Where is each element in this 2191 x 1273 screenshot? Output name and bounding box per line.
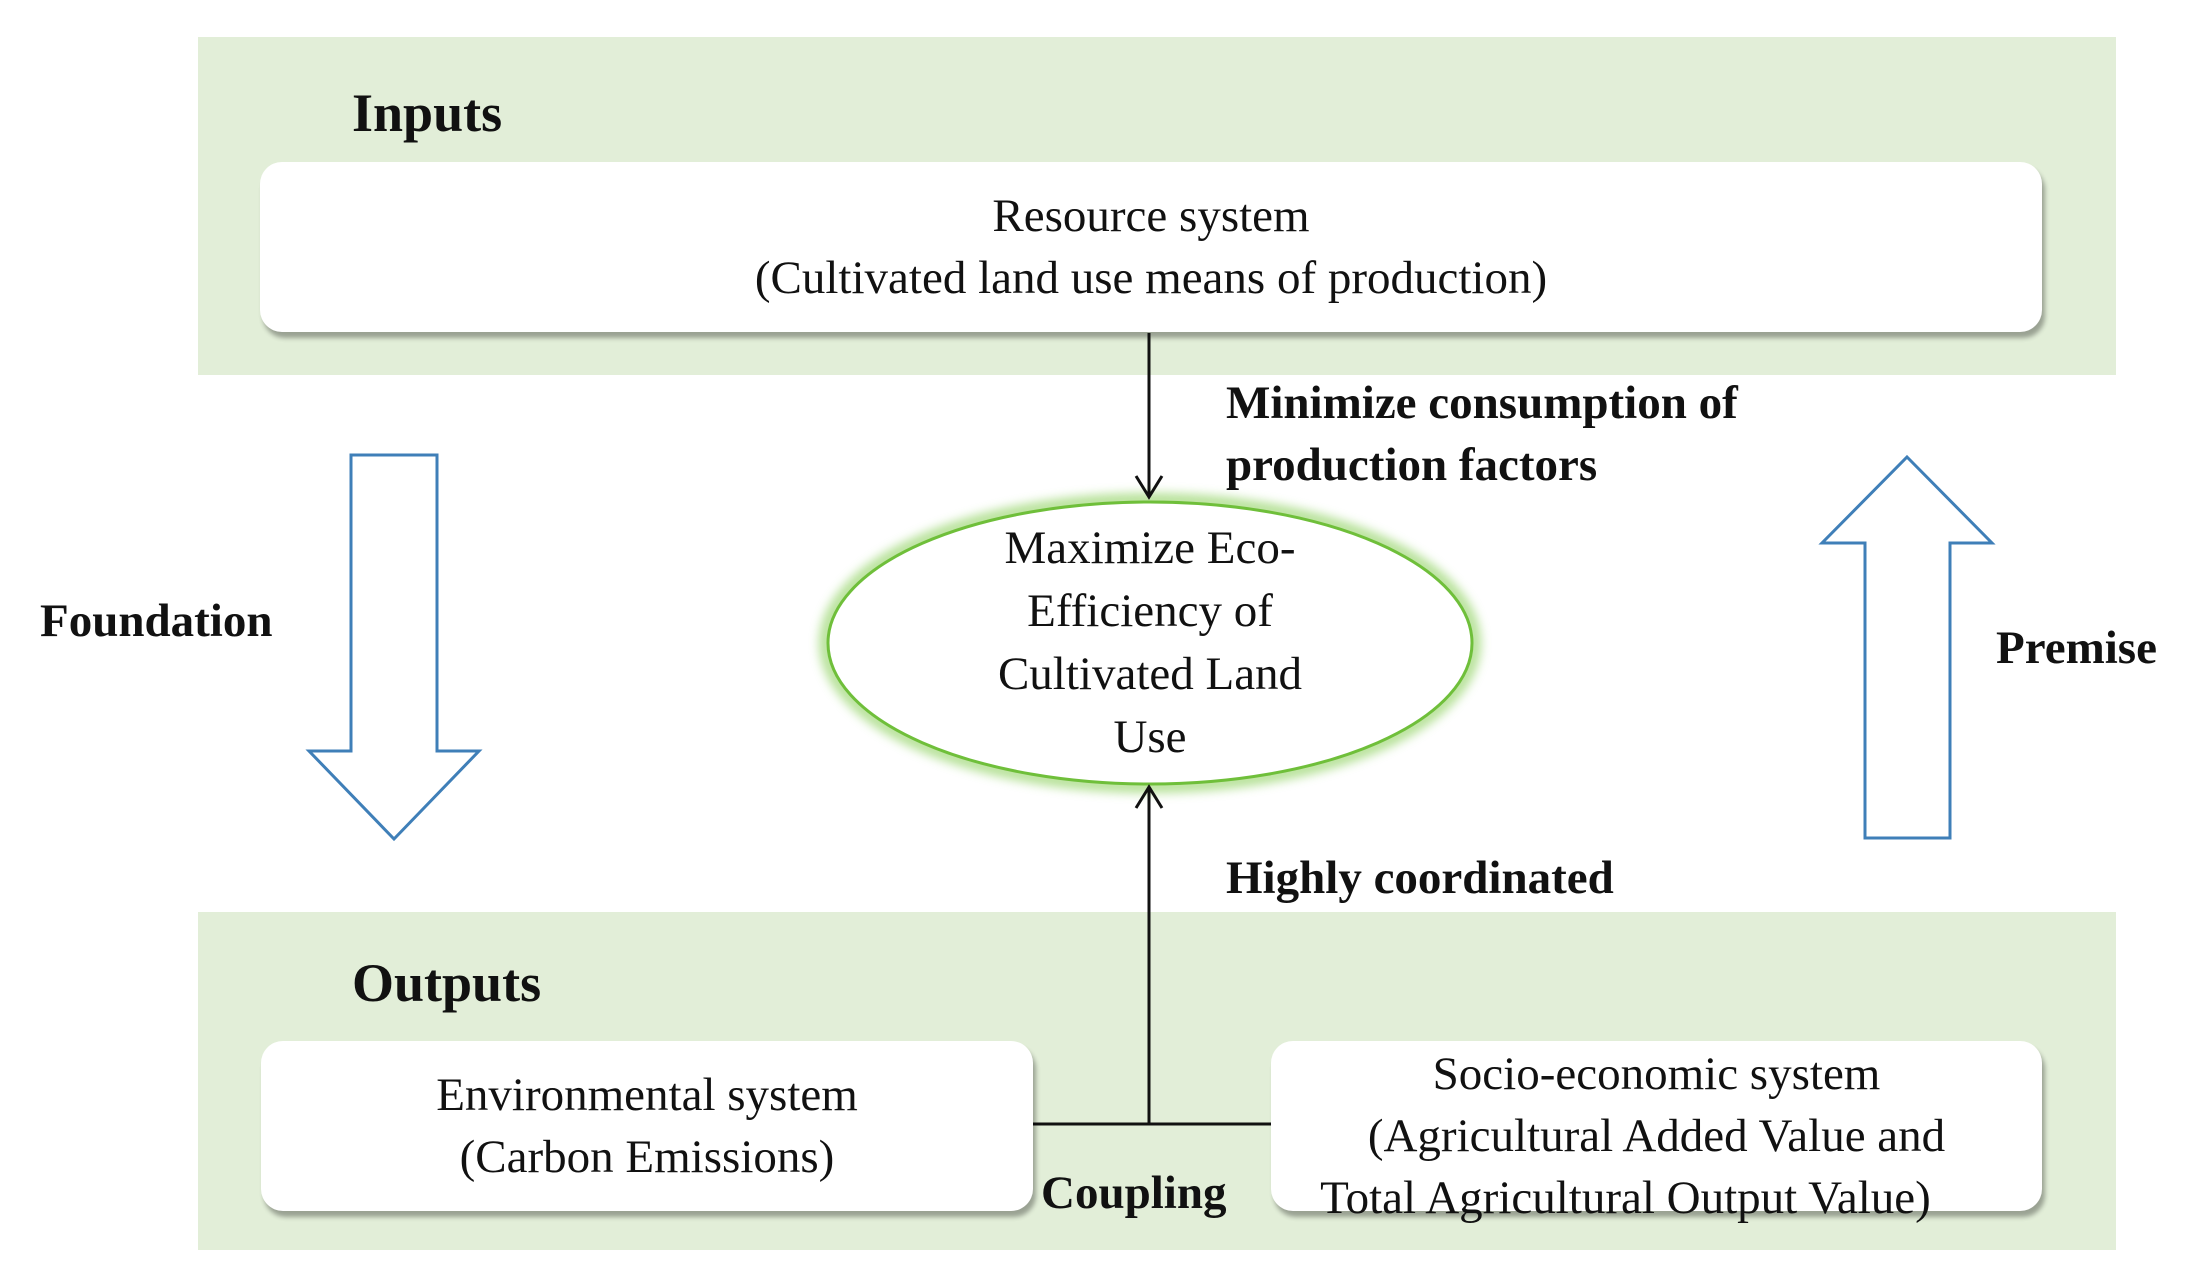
inputs-title: Inputs <box>352 83 503 143</box>
environmental-system-subtitle: (Carbon Emissions) <box>459 1131 835 1183</box>
resource-system-box: Resource system (Cultivated land use mea… <box>260 162 2042 332</box>
environmental-system-title: Environmental system <box>436 1069 858 1121</box>
center-line-3: Cultivated Land <box>997 648 1303 700</box>
highly-coordinated-label: Highly coordinated <box>1226 852 1614 904</box>
minimize-label-line-2: production factors <box>1226 439 1598 491</box>
resource-system-subtitle: (Cultivated land use means of production… <box>754 252 1548 304</box>
outputs-title: Outputs <box>352 953 542 1013</box>
minimize-consumption-label: Minimize consumption of production facto… <box>1226 372 1738 496</box>
socioeconomic-system-subtitle-1: (Agricultural Added Value and <box>1367 1110 1946 1162</box>
foundation-label: Foundation <box>40 595 273 647</box>
socioeconomic-system-subtitle-2: Total Agricultural Output Value) <box>1320 1172 1931 1224</box>
coupling-label: Coupling <box>1041 1167 1227 1219</box>
center-goal-text: Maximize Eco- Efficiency of Cultivated L… <box>900 513 1400 773</box>
output-arrow-head <box>1134 784 1164 809</box>
input-arrow-head <box>1134 475 1164 500</box>
center-line-2: Efficiency of <box>1027 585 1273 637</box>
premise-label: Premise <box>1996 622 2157 674</box>
foundation-arrow <box>305 453 483 842</box>
socioeconomic-system-box: Socio-economic system (Agricultural Adde… <box>1271 1041 2042 1224</box>
minimize-label-line-1: Minimize consumption of <box>1226 377 1738 429</box>
premise-arrow <box>1818 454 1996 840</box>
socioeconomic-system-title: Socio-economic system <box>1432 1048 1881 1100</box>
environmental-system-box: Environmental system (Carbon Emissions) <box>261 1041 1033 1211</box>
center-line-4: Use <box>1113 711 1187 763</box>
center-line-1: Maximize Eco- <box>1004 522 1296 574</box>
center-ellipse <box>826 500 1474 786</box>
resource-system-title: Resource system <box>992 190 1310 242</box>
